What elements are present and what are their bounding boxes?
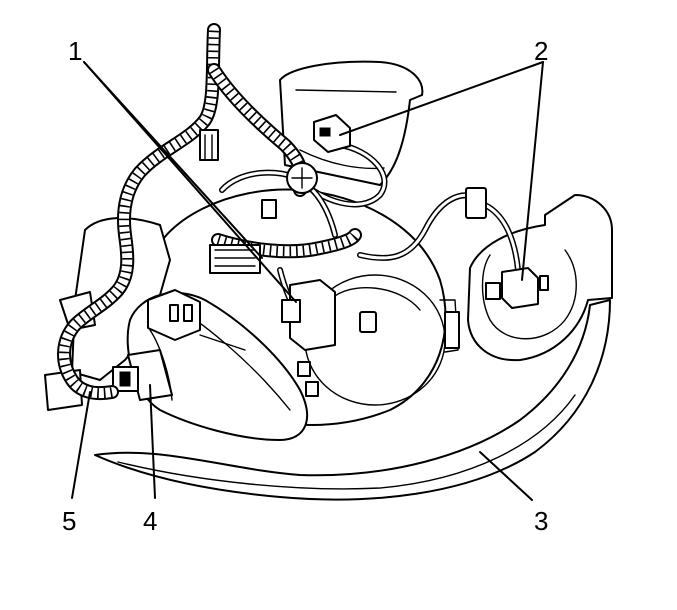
leader-5 <box>71 391 91 499</box>
motor-connector <box>112 289 201 401</box>
leader-1b <box>83 61 297 303</box>
callout-2: 2 <box>534 36 548 66</box>
callout-5: 5 <box>62 506 76 536</box>
outer-shell <box>94 299 611 501</box>
corrugated-harness-left <box>57 23 221 401</box>
leader-2a <box>339 61 544 136</box>
leader-4 <box>149 384 156 499</box>
callout-4: 4 <box>143 506 157 536</box>
callout-3: 3 <box>534 506 548 536</box>
leader-3 <box>479 451 533 501</box>
leader-lines <box>71 61 544 501</box>
callouts: 1 2 3 4 5 <box>62 36 548 536</box>
callout-1: 1 <box>68 36 82 66</box>
connectors <box>199 114 549 397</box>
leader-2b <box>521 61 544 281</box>
